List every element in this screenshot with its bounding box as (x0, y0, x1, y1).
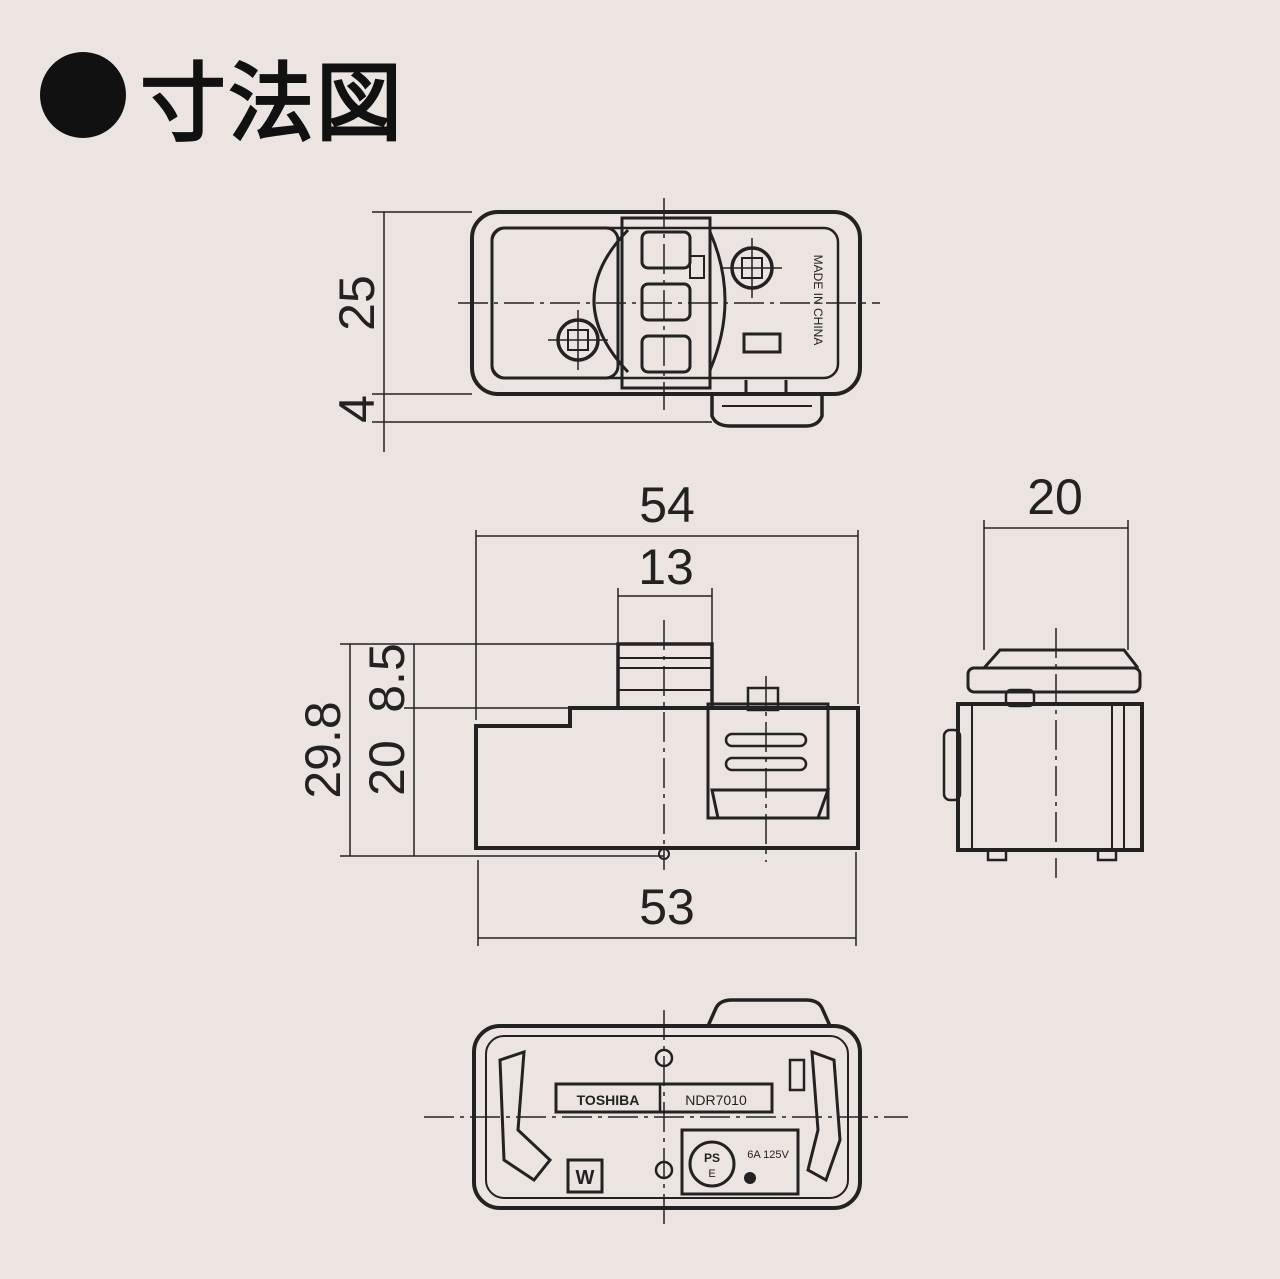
dim-width-53: 53 (639, 879, 695, 935)
bottom-view: TOSHIBA NDR7010 W PS E 6A 125V (424, 998, 908, 1230)
dim-width-13: 13 (638, 539, 694, 595)
front-view: 54 13 29.8 8.5 20 53 (295, 477, 860, 946)
title-text: 寸法図 (140, 53, 404, 154)
brand-label: TOSHIBA (577, 1092, 640, 1108)
dim-offset-4: 4 (329, 395, 385, 423)
dim-height-29-8: 29.8 (295, 701, 351, 798)
e-mark: E (708, 1168, 715, 1180)
dim-width-54: 54 (639, 477, 695, 533)
made-in-label: MADE IN CHINA (811, 255, 825, 346)
page-title: 寸法図 (40, 40, 404, 154)
dim-height-8-5: 8.5 (359, 643, 415, 713)
dim-height-20: 20 (359, 740, 415, 796)
model-label: NDR7010 (685, 1092, 747, 1108)
bullet-icon (40, 52, 126, 138)
top-view: MADE IN CHINA 25 4 (329, 198, 880, 452)
dim-height-25: 25 (329, 275, 385, 331)
dim-width-20: 20 (1027, 469, 1083, 525)
w-mark: W (576, 1167, 595, 1189)
ps-mark: PS (704, 1151, 720, 1165)
side-view: 20 (942, 469, 1144, 878)
rating-label: 6A 125V (747, 1149, 789, 1161)
